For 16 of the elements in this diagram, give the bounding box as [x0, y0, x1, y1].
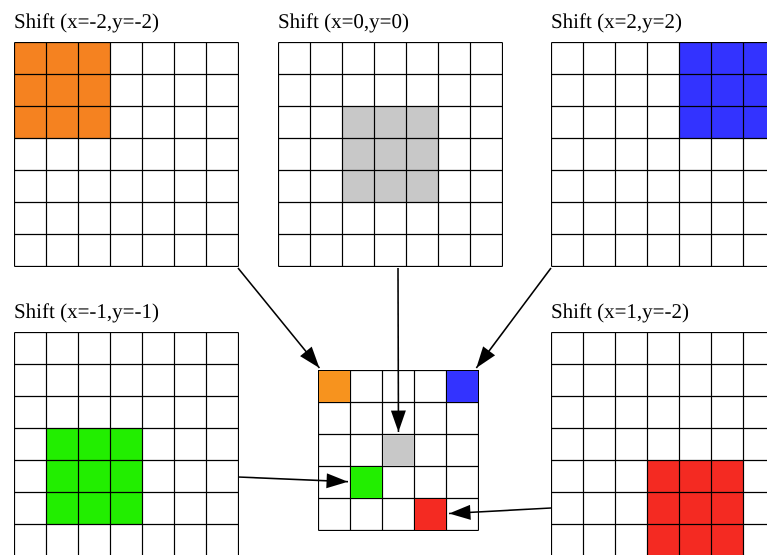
arrow	[390, 268, 406, 432]
colored-cell	[382, 434, 415, 467]
arrow	[448, 504, 552, 520]
panel-title: Shift (x=2,y=2)	[551, 8, 682, 34]
colored-cell	[414, 498, 447, 531]
panel-title: Shift (x=-2,y=-2)	[14, 8, 160, 34]
arrow	[237, 268, 320, 368]
panel-title: Shift (x=0,y=0)	[278, 8, 410, 34]
grid-drawing	[318, 370, 479, 531]
arrow	[476, 268, 552, 368]
colored-cell	[446, 370, 479, 403]
colored-cell	[318, 370, 351, 403]
arrow	[238, 473, 348, 488]
panel-title: Shift (x=1,y=-2)	[551, 298, 690, 324]
panel-title: Shift (x=-1,y=-1)	[14, 298, 160, 324]
colored-cell	[350, 466, 383, 499]
